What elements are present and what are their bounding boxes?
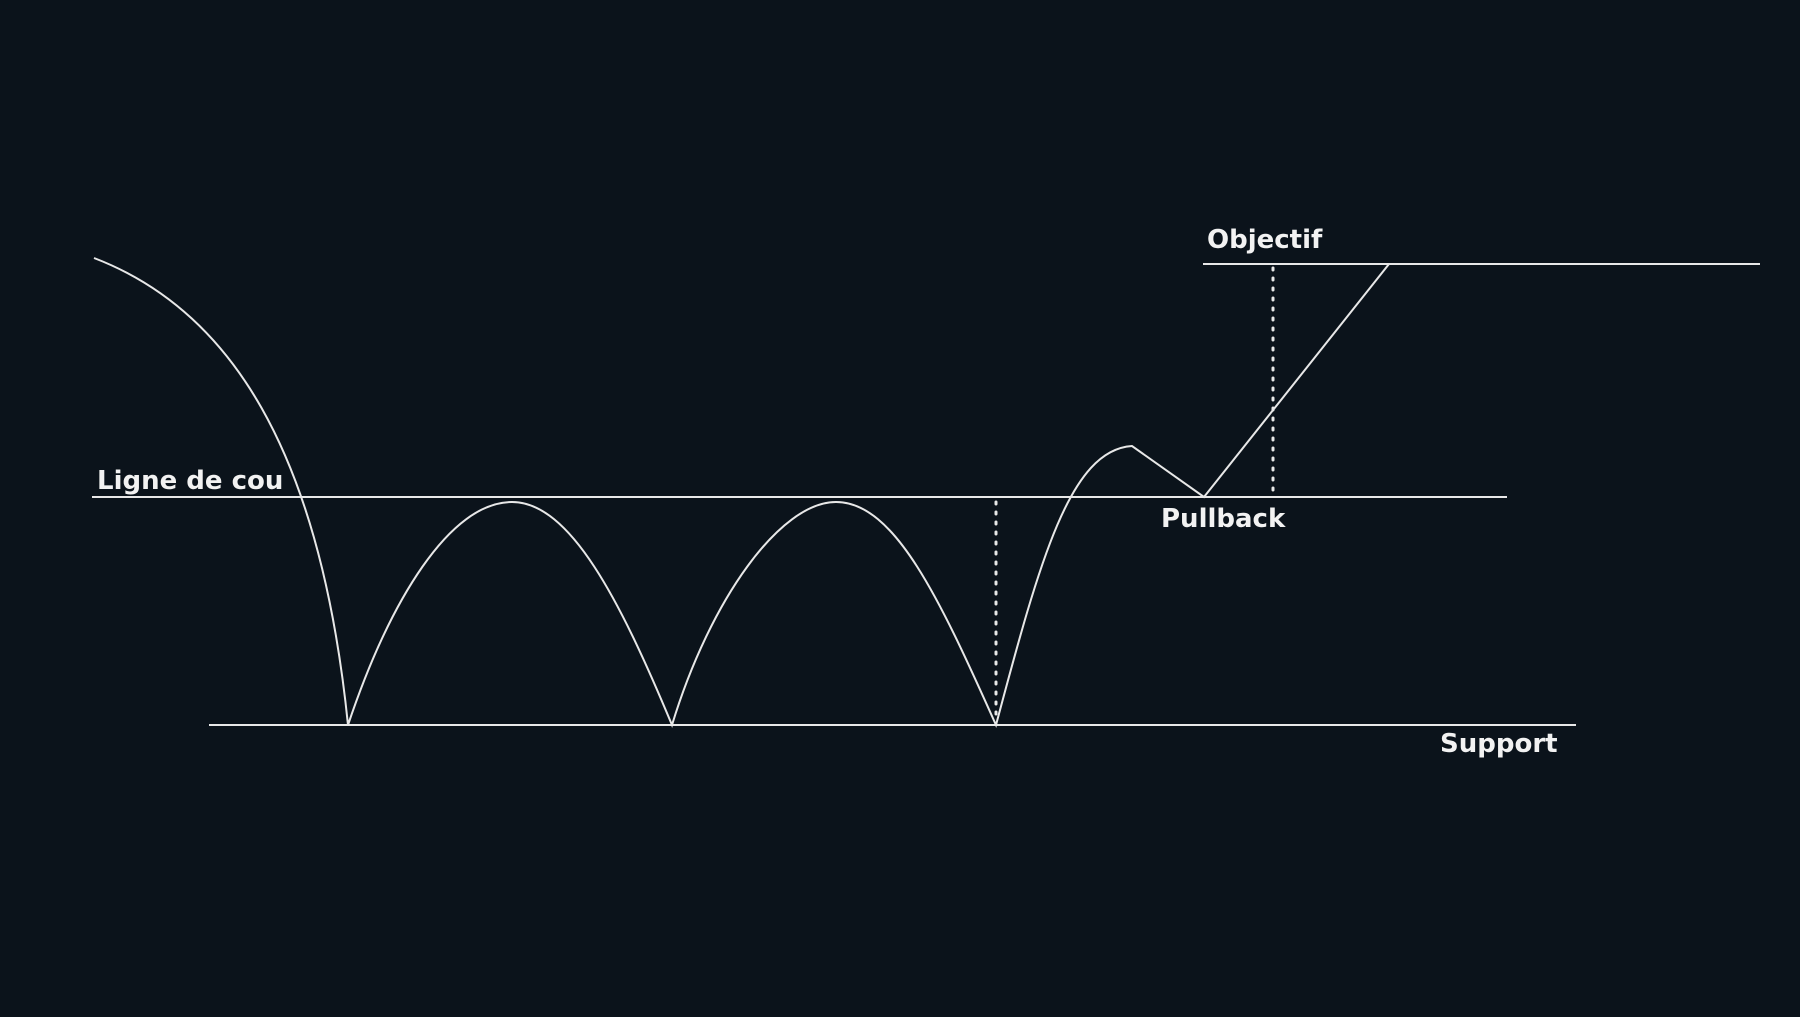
neckline-label: Ligne de cou [97,466,283,496]
price-path [93,257,1390,728]
support-label: Support [1440,729,1558,759]
target-label: Objectif [1207,225,1323,255]
pullback-label: Pullback [1161,504,1286,534]
